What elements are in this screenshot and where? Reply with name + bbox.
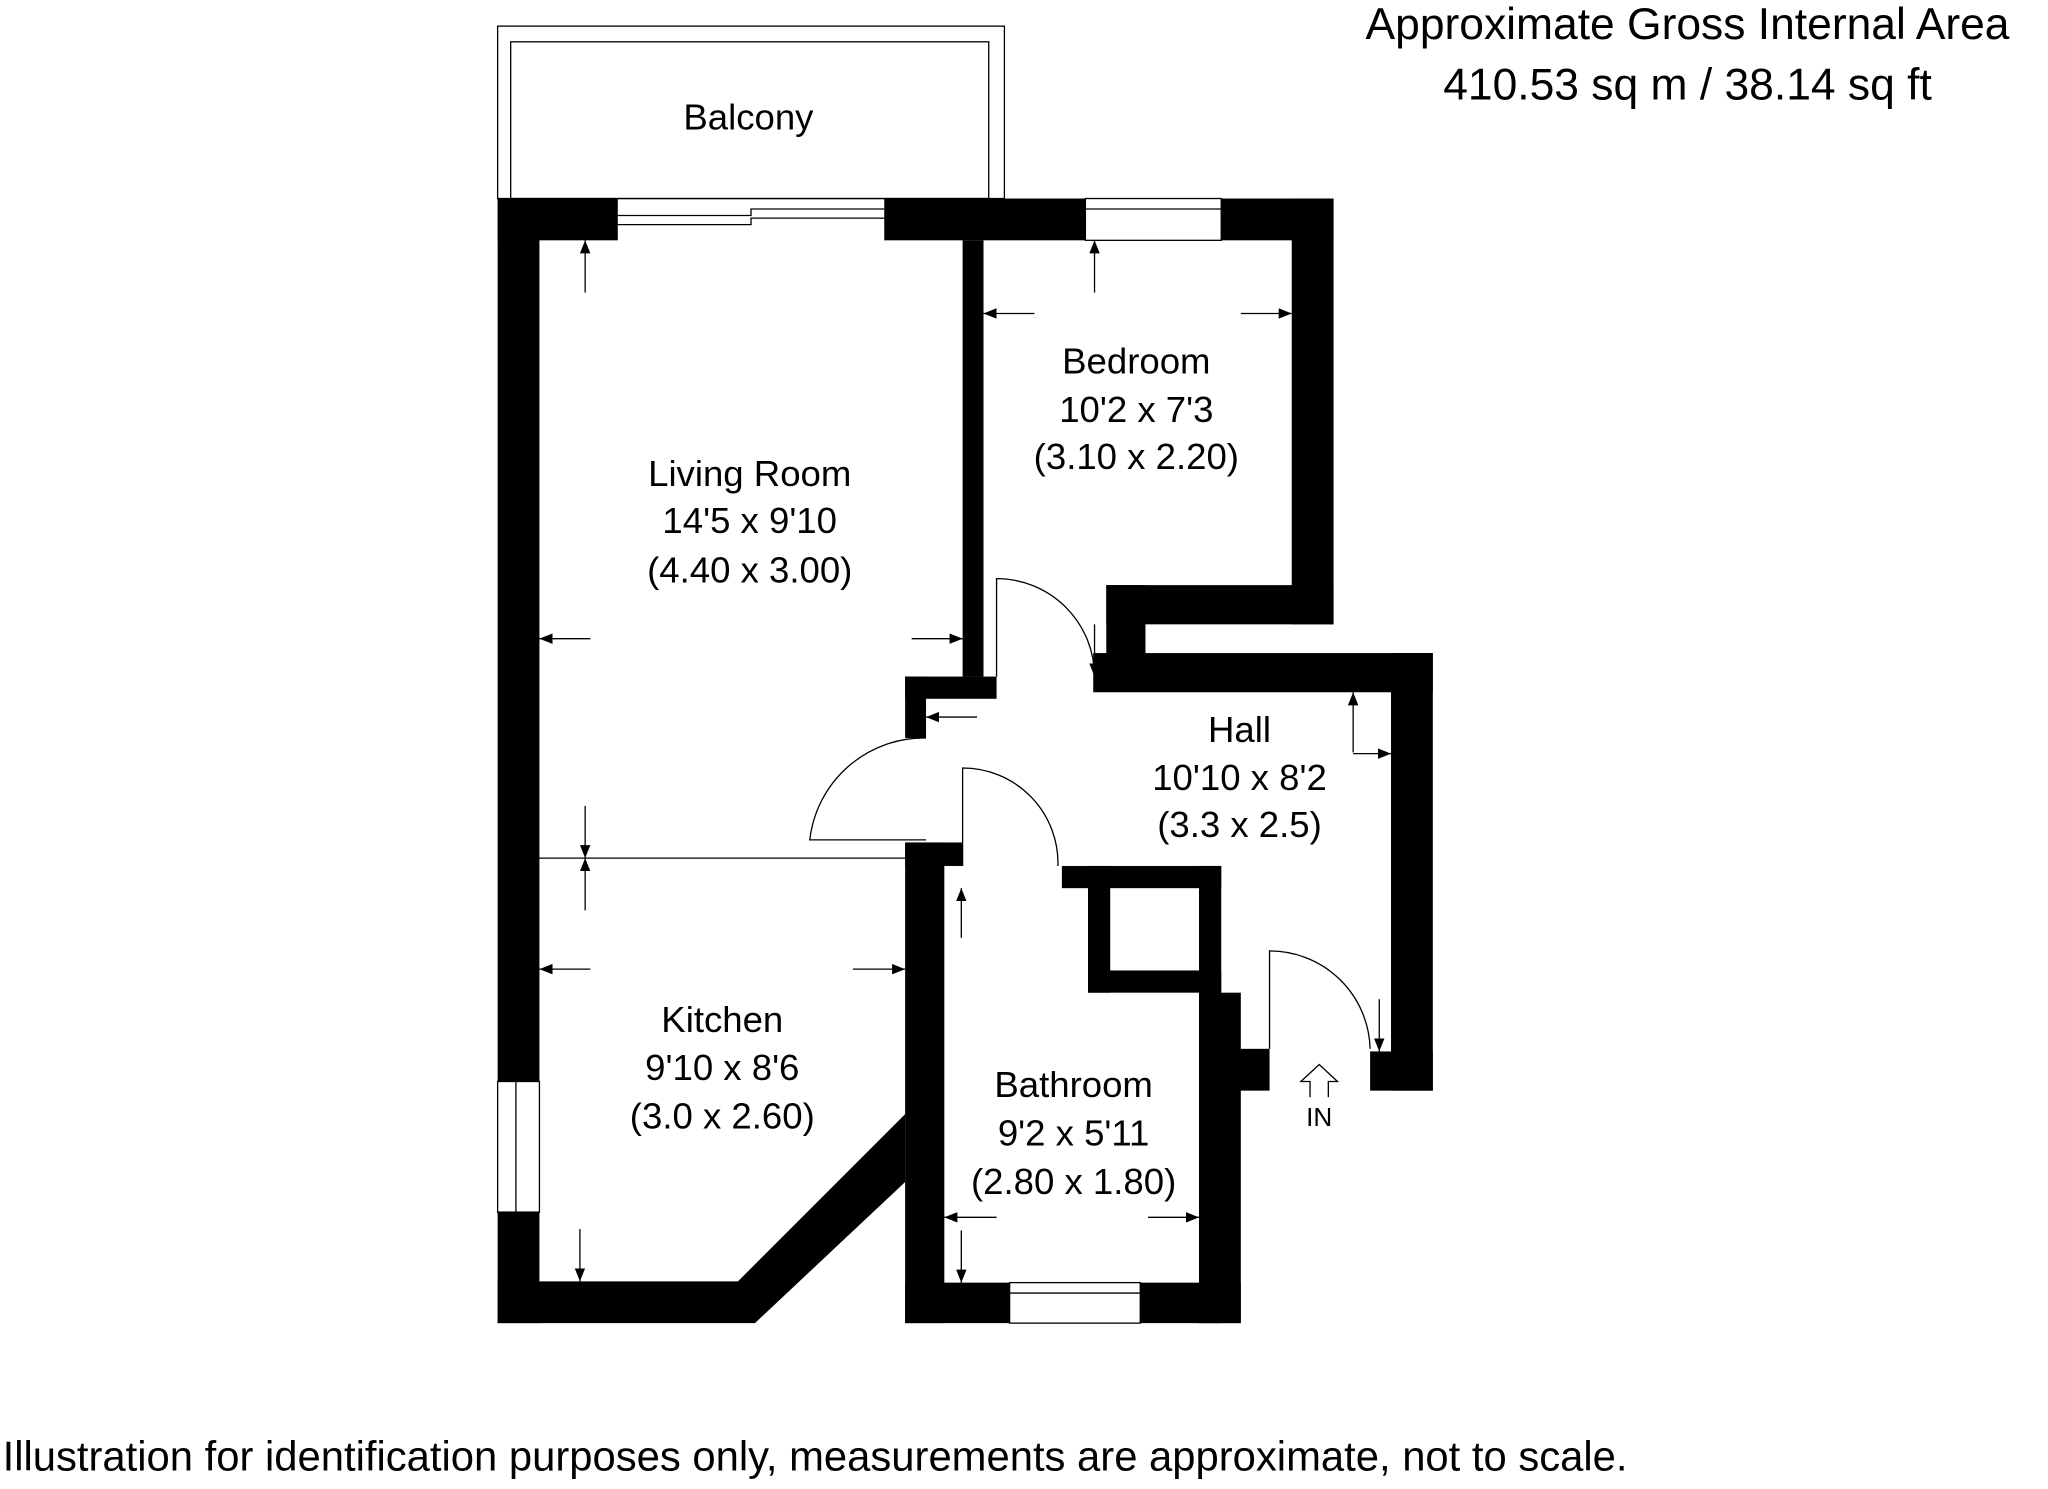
- balcony-outline: [496, 25, 1006, 200]
- living-door: [809, 737, 927, 841]
- bathroom-metric: (2.80 x 1.80): [971, 1161, 1176, 1202]
- bedroom-door: [995, 577, 1096, 677]
- entrance-arrow-icon: [1299, 1063, 1340, 1098]
- living-room-metric: (4.40 x 3.00): [647, 550, 852, 591]
- disclaimer: Illustration for identification purposes…: [3, 1433, 1628, 1480]
- doors: [809, 577, 1371, 1049]
- living-room-name: Living Room: [648, 453, 851, 494]
- kitchen-metric: (3.0 x 2.60): [630, 1096, 815, 1137]
- walls: [497, 198, 1433, 1324]
- area-title: Approximate Gross Internal Area: [1366, 0, 2010, 49]
- hall-imperial: 10'10 x 8'2: [1152, 757, 1327, 798]
- bedroom-metric: (3.10 x 2.20): [1034, 436, 1239, 477]
- area-value: 410.53 sq m / 38.14 sq ft: [1443, 60, 1932, 109]
- kitchen-imperial: 9'10 x 8'6: [645, 1047, 799, 1088]
- bathroom-imperial: 9'2 x 5'11: [998, 1112, 1150, 1153]
- entrance-door: [1268, 950, 1371, 1049]
- kitchen-name: Kitchen: [661, 999, 783, 1040]
- bedroom-imperial: 10'2 x 7'3: [1059, 389, 1213, 430]
- bathroom-door: [961, 767, 1059, 866]
- balcony-label: Balcony: [683, 96, 814, 137]
- bedroom-name: Bedroom: [1062, 341, 1210, 382]
- dimension-arrows: [539, 240, 1392, 1283]
- entrance-label: IN: [1306, 1102, 1332, 1132]
- windows: [496, 197, 1222, 1324]
- hall-name: Hall: [1208, 709, 1271, 750]
- bathroom-name: Bathroom: [994, 1064, 1153, 1105]
- hall-metric: (3.3 x 2.5): [1157, 804, 1322, 845]
- living-room-imperial: 14'5 x 9'10: [662, 500, 837, 541]
